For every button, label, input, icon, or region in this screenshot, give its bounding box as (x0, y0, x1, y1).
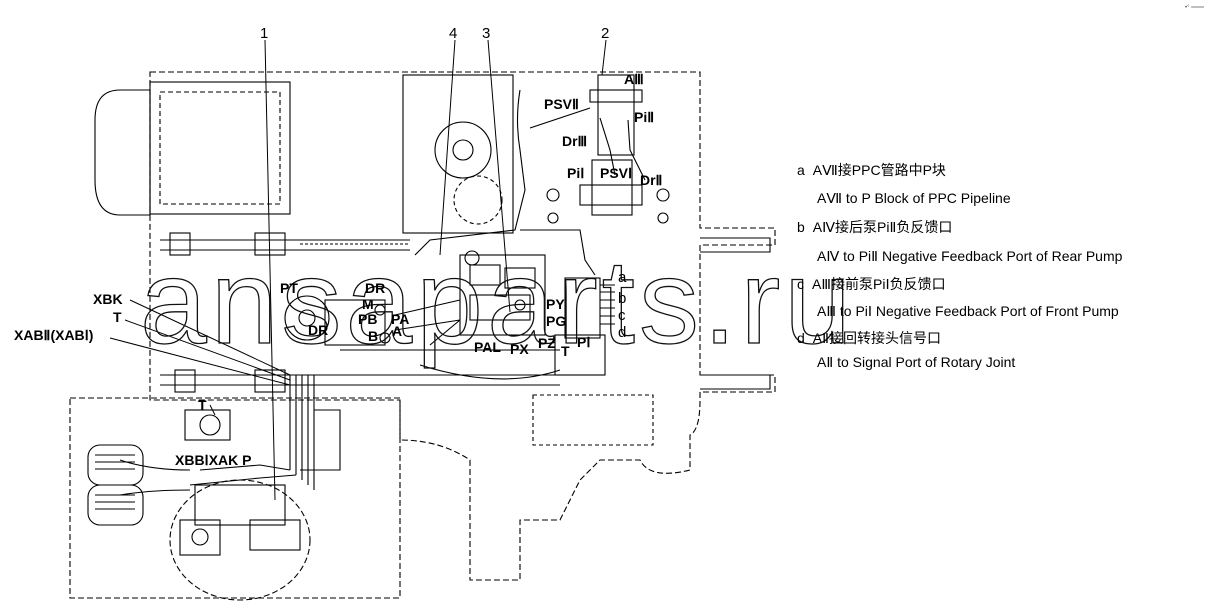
port-psv2: PSVⅡ (544, 96, 579, 112)
port-pz: PZ (538, 335, 556, 351)
port-xab: XABⅡ(XABⅠ) (14, 327, 93, 343)
port-p1: PⅠ (577, 334, 590, 350)
port-xbk: XBK (93, 291, 123, 307)
flange-1 (434, 121, 492, 179)
port-m: M (362, 296, 374, 312)
callout-2: 2 (601, 25, 609, 42)
callout-1: 1 (260, 25, 268, 42)
legend-c-en: AⅢ to PiⅠ Negative Feedback Port of Fron… (817, 303, 1119, 319)
port-t-left: T (113, 309, 122, 325)
port-pi1: PiⅠ (567, 165, 584, 181)
flange-2 (453, 175, 503, 225)
port-pg: PG (546, 313, 566, 329)
tank-box (402, 74, 514, 234)
callout-3: 3 (482, 25, 490, 42)
port-dr-left: DR (308, 322, 328, 338)
port-py: PY (546, 296, 565, 312)
port-pa: PA (391, 311, 409, 327)
port-letter-a: a (618, 269, 627, 286)
port-psv1: PSVⅠ (600, 165, 632, 181)
callout-4: 4 (449, 25, 457, 42)
rear-pump (597, 74, 635, 156)
watermark: ansaparts.ru (140, 235, 855, 369)
port-a3: AⅢ (624, 71, 644, 87)
foot-pedal-2 (87, 484, 144, 526)
port-b: B (368, 328, 378, 344)
swivel-ring (169, 479, 311, 601)
port-pal: PAL (474, 339, 501, 355)
port-letter-b: b (618, 290, 626, 307)
corner-mark: •° ═══ (1185, 5, 1205, 11)
engine-housing (149, 81, 291, 215)
port-dr3: DrⅢ (562, 133, 587, 149)
port-t-mid: T (561, 343, 570, 359)
port-dr2: DrⅡ (640, 172, 662, 188)
port-pb: PB (358, 311, 377, 327)
control-valve (459, 254, 546, 336)
foot-pedal-1 (87, 444, 144, 486)
rotary-joint (69, 397, 401, 599)
port-letter-c: c (618, 307, 626, 324)
port-t-low: T (198, 397, 207, 413)
legend-d-en: AⅡ to Signal Port of Rotary Joint (817, 354, 1015, 370)
port-letter-d: d (618, 324, 626, 341)
port-pt: PT (280, 280, 298, 296)
swing-motor (284, 295, 330, 341)
port-pi2: PiⅡ (634, 109, 654, 125)
port-xbb: XBBⅠXAK P (175, 452, 251, 468)
frame-outline (149, 71, 776, 581)
engine-block (94, 89, 151, 216)
port-dr-top: DR (365, 280, 385, 296)
port-px: PX (510, 341, 529, 357)
legend-b-en: AⅣ to PiⅡ Negative Feedback Port of Rear… (817, 248, 1123, 264)
port-a: A (392, 323, 402, 339)
legend-a-en: AⅦ to P Block of PPC Pipeline (817, 190, 1011, 206)
